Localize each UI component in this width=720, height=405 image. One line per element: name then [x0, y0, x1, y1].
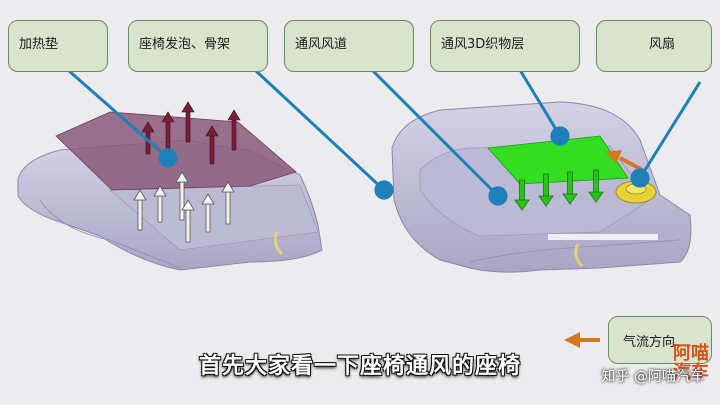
fan-shape — [615, 180, 657, 204]
watermark-text: 知乎 @阿喵汽车 — [601, 369, 704, 385]
label-ventilation-3d-layer-text: 通风3D织物层 — [441, 37, 525, 52]
label-ventilation-duct-text: 通风风道 — [295, 37, 348, 52]
leader-lines — [67, 68, 702, 206]
label-heating-pad: 加热垫 — [8, 20, 108, 72]
watermark-logo: 阿喵汽车 — [673, 343, 709, 383]
air-up-arrows — [133, 171, 235, 243]
label-seat-foam-frame: 座椅发泡、骨架 — [128, 20, 268, 72]
legend-airflow-arrow — [564, 332, 600, 348]
video-subtitle: 首先大家看一下座椅通风的座椅 — [198, 354, 521, 379]
label-heating-pad-text: 加热垫 — [19, 37, 59, 52]
air-down-arrows — [514, 169, 604, 211]
label-fan-text: 风扇 — [649, 37, 676, 52]
label-airflow-direction-text: 气流方向 — [623, 335, 676, 350]
label-ventilation-duct: 通风风道 — [284, 20, 414, 72]
heat-arrows — [141, 101, 241, 165]
label-airflow-direction: 气流方向 — [608, 316, 712, 364]
label-seat-foam-frame-text: 座椅发泡、骨架 — [139, 37, 231, 52]
label-ventilation-3d-layer: 通风3D织物层 — [430, 20, 580, 72]
label-fan: 风扇 — [596, 20, 712, 72]
